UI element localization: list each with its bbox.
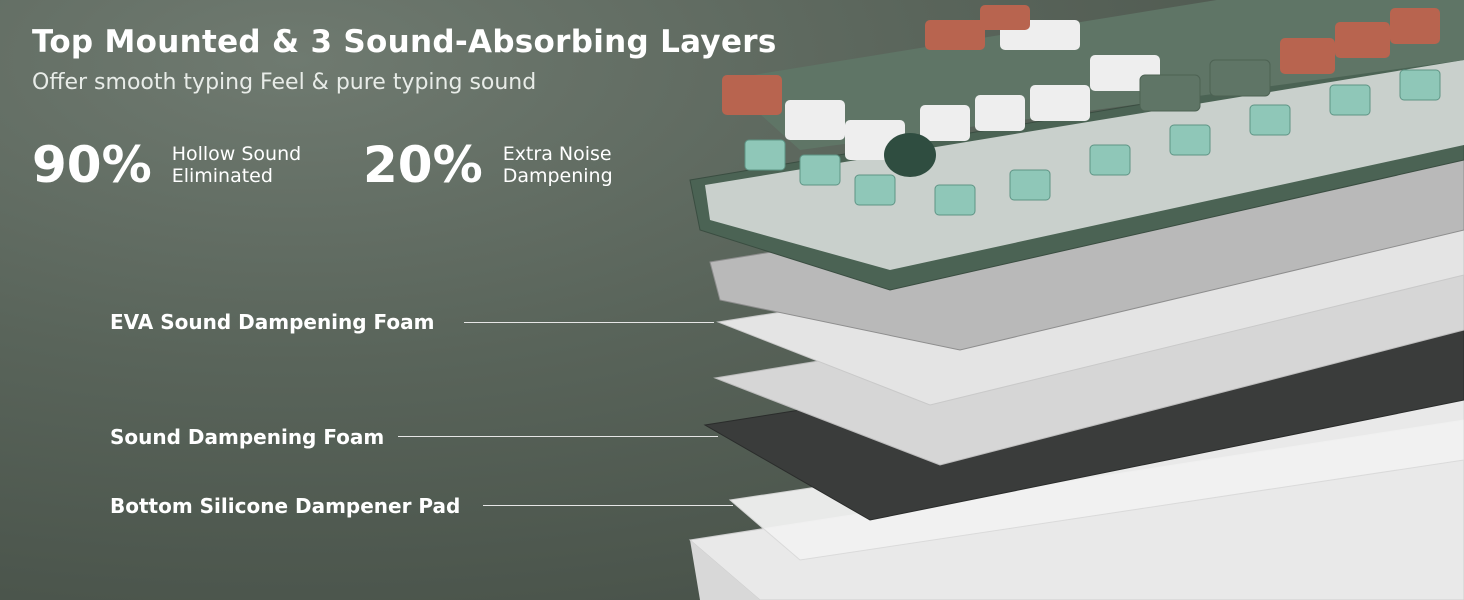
layer-label-silicone-pad: Bottom Silicone Dampener Pad	[110, 494, 461, 518]
page-subtitle: Offer smooth typing Feel & pure typing s…	[32, 70, 537, 95]
layer-label-eva-foam: EVA Sound Dampening Foam	[110, 310, 435, 334]
callout-line	[464, 322, 714, 323]
stat-desc-line: Eliminated	[171, 165, 273, 187]
stat-value: 90%	[32, 136, 152, 194]
stat-value: 20%	[363, 136, 483, 194]
stat-desc-line: Extra Noise	[502, 143, 612, 165]
stat-description: Extra Noise Dampening	[503, 143, 613, 187]
keycaps	[722, 0, 1464, 177]
layer-label-sound-foam: Sound Dampening Foam	[110, 425, 385, 449]
switch-row	[744, 69, 1441, 216]
stat-desc-line: Hollow Sound	[171, 143, 302, 165]
callout-line	[398, 436, 718, 437]
callout-line	[483, 505, 733, 506]
stat-hollow-sound: 90% Hollow Sound Eliminated	[32, 140, 301, 190]
page-title: Top Mounted & 3 Sound-Absorbing Layers	[32, 24, 777, 60]
stat-desc-line: Dampening	[502, 165, 613, 187]
stat-noise-dampening: 20% Extra Noise Dampening	[363, 140, 613, 190]
stat-description: Hollow Sound Eliminated	[172, 143, 302, 187]
volume-knob-icon	[884, 133, 936, 177]
